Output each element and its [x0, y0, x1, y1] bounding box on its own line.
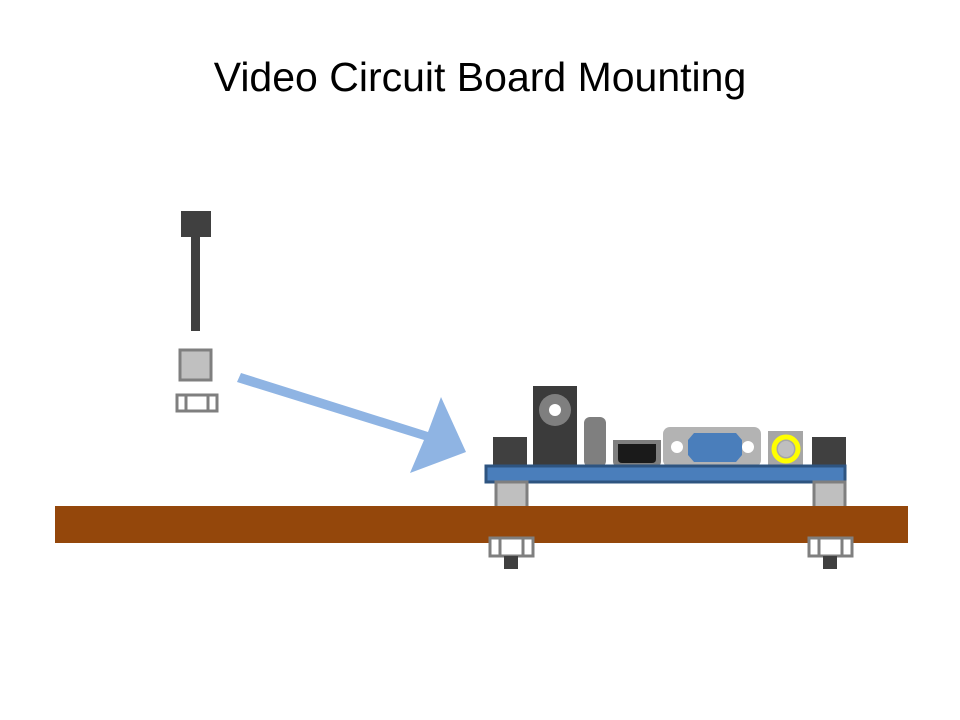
assembly-direction-arrow: [237, 373, 466, 473]
vga-screw-hole-left: [671, 441, 683, 453]
vga-center-opening: [688, 433, 742, 462]
arrow-shape: [237, 373, 466, 473]
screw-head: [181, 211, 211, 237]
video-circuit-board: [484, 464, 847, 484]
bolt-tip-right: [823, 556, 837, 569]
hdmi-port: [613, 440, 661, 467]
standoff-spacer: [178, 348, 213, 382]
hdmi-opening: [618, 444, 656, 463]
loose-hardware-group: [175, 211, 219, 413]
nut-left-outline: [488, 536, 535, 558]
standoff-right: [812, 480, 847, 511]
power-jack-pin: [549, 404, 561, 416]
wood-panel: [55, 506, 908, 543]
bolt-tip-left: [504, 556, 518, 569]
connector-block-left-edge: [493, 437, 527, 467]
connector-block-right-edge: [812, 437, 846, 467]
nut-left: [488, 536, 535, 569]
screw-shaft: [191, 237, 200, 331]
power-jack-module: [533, 386, 577, 467]
standoff-left: [494, 480, 529, 511]
grey-connector-block: [584, 417, 606, 467]
vga-port: [663, 427, 761, 467]
hex-nut: [175, 393, 219, 413]
nut-outline: [175, 393, 219, 413]
rca-center: [778, 441, 794, 457]
vga-screw-hole-right: [742, 441, 754, 453]
spacer-body: [178, 348, 213, 382]
rca-composite-jack: [768, 431, 803, 467]
pcb-body: [484, 464, 847, 484]
page-title: Video Circuit Board Mounting: [213, 54, 747, 100]
rca-yellow-ring: [771, 434, 801, 464]
machine-screw: [181, 211, 211, 331]
board-assembly-group: [55, 386, 908, 569]
nut-right-outline: [807, 536, 854, 558]
nut-right: [807, 536, 854, 569]
